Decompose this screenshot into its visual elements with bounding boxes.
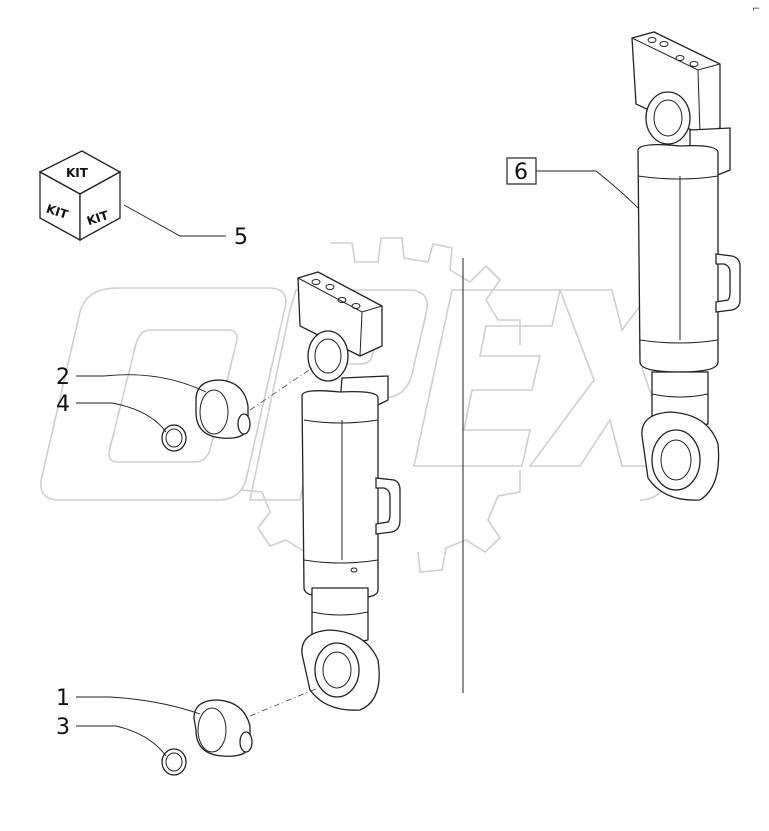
ball-joint-upper-icon [195, 379, 251, 439]
corner-mark: ⌐ [752, 4, 760, 15]
callout-6[interactable]: 6 [514, 160, 528, 185]
kit-label-right: KIT [85, 208, 111, 228]
callout-4[interactable]: 4 [56, 392, 70, 417]
callout-1[interactable]: 1 [56, 686, 70, 711]
snap-ring-upper-icon [161, 424, 187, 452]
ball-joint-lower-icon [193, 699, 253, 757]
leader-lines [76, 170, 639, 757]
hydraulic-cylinder-assembly-icon [631, 31, 741, 501]
callout-6-box [506, 157, 537, 185]
callout-5[interactable]: 5 [234, 225, 248, 250]
snap-ring-lower-icon [161, 748, 187, 776]
hydraulic-cylinder-icon [297, 271, 401, 711]
assembly-line-lower [249, 687, 319, 717]
kit-label-top: KIT [66, 166, 89, 180]
callout-2[interactable]: 2 [56, 365, 70, 390]
callout-3[interactable]: 3 [56, 715, 70, 740]
kit-box-icon: KIT KIT KIT [38, 150, 122, 242]
kit-label-left: KIT [44, 202, 70, 222]
